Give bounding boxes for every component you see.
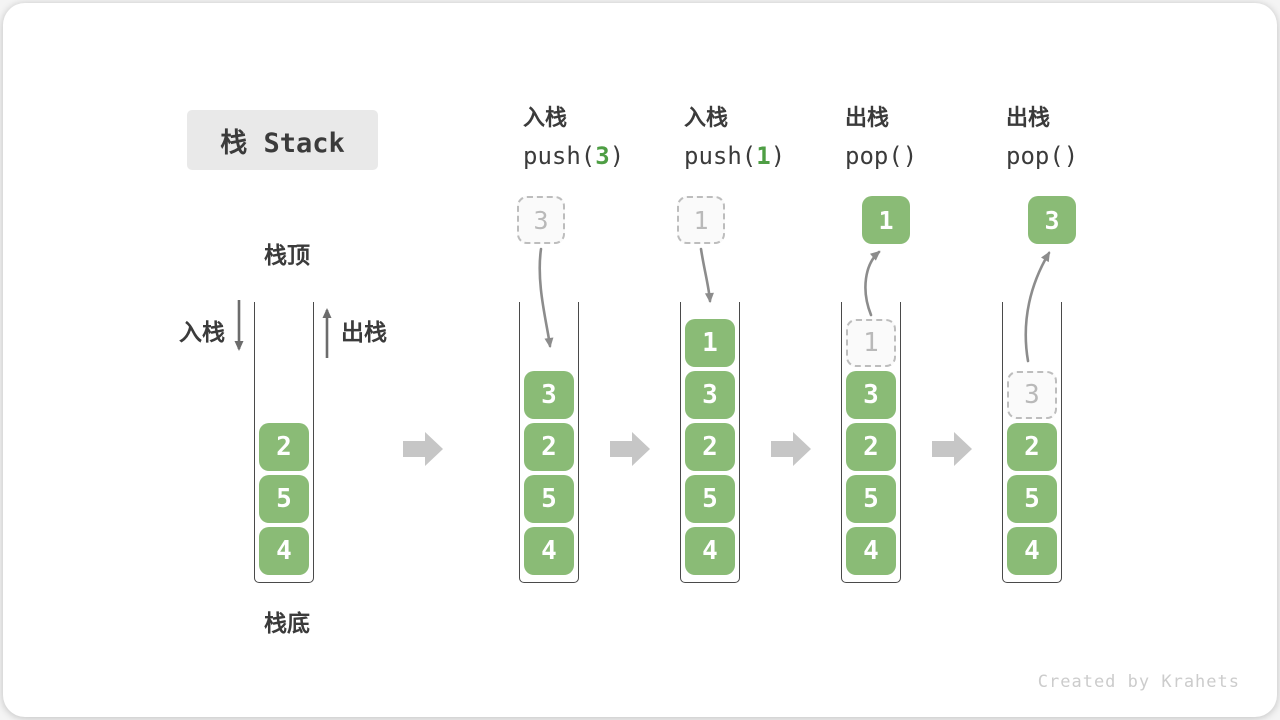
op-code-text: push( <box>684 142 757 170</box>
stack-block: 5 <box>259 475 309 523</box>
op-code-text: pop() <box>845 142 918 170</box>
stack-block: 3 <box>524 371 574 419</box>
op-header-push-1: 入栈 push(1) <box>684 106 785 169</box>
stack-block-dashed: 1 <box>846 319 896 367</box>
stack-block: 5 <box>1007 475 1057 523</box>
floating-value-box: 1 <box>862 196 910 244</box>
stack-container <box>841 302 901 583</box>
op-code: pop() <box>845 144 917 168</box>
stack-container <box>519 302 579 583</box>
watermark: Created by Krahets <box>1037 672 1240 692</box>
stack-block: 4 <box>846 527 896 575</box>
op-code: pop() <box>1006 144 1078 168</box>
stack-block: 2 <box>524 423 574 471</box>
stack-block: 3 <box>846 371 896 419</box>
stack-block: 5 <box>524 475 574 523</box>
stack-block: 4 <box>524 527 574 575</box>
op-code-text: pop() <box>1006 142 1079 170</box>
floating-value-box: 3 <box>517 196 565 244</box>
op-code-arg: 1 <box>756 142 771 170</box>
op-header-pop-second: 出栈 pop() <box>1006 106 1078 169</box>
stack-block: 2 <box>1007 423 1057 471</box>
op-label: 出栈 <box>1006 106 1051 131</box>
stack-block: 3 <box>685 371 735 419</box>
label-push: 入栈 <box>179 320 225 346</box>
stack-block: 4 <box>1007 527 1057 575</box>
op-code: push(1) <box>684 144 785 168</box>
stack-block: 5 <box>685 475 735 523</box>
op-code-text: ) <box>770 142 786 170</box>
stack-block: 1 <box>685 319 735 367</box>
floating-value-box: 1 <box>677 196 725 244</box>
stack-block: 4 <box>685 527 735 575</box>
stack-block-dashed: 3 <box>1007 371 1057 419</box>
stack-block: 4 <box>259 527 309 575</box>
title-text: 栈 Stack <box>220 127 345 159</box>
stack-block: 5 <box>846 475 896 523</box>
label-stack-top: 栈顶 <box>264 243 310 269</box>
stack-block: 2 <box>685 423 735 471</box>
op-code-arg: 3 <box>595 142 610 170</box>
op-code-text: push( <box>523 142 596 170</box>
floating-value-box: 3 <box>1028 196 1076 244</box>
stack-container <box>680 302 740 583</box>
op-label: 入栈 <box>523 106 568 131</box>
op-label: 入栈 <box>684 106 729 131</box>
op-header-push-3: 入栈 push(3) <box>523 106 624 169</box>
label-pop: 出栈 <box>341 320 387 346</box>
stack-block: 2 <box>846 423 896 471</box>
op-header-pop-first: 出栈 pop() <box>845 106 917 169</box>
stack-block: 2 <box>259 423 309 471</box>
op-code: push(3) <box>523 144 624 168</box>
stack-container <box>254 302 314 583</box>
op-label: 出栈 <box>845 106 890 131</box>
stack-container <box>1002 302 1062 583</box>
title-badge: 栈 Stack <box>187 110 378 170</box>
op-code-text: ) <box>609 142 625 170</box>
label-stack-bottom: 栈底 <box>264 611 310 637</box>
